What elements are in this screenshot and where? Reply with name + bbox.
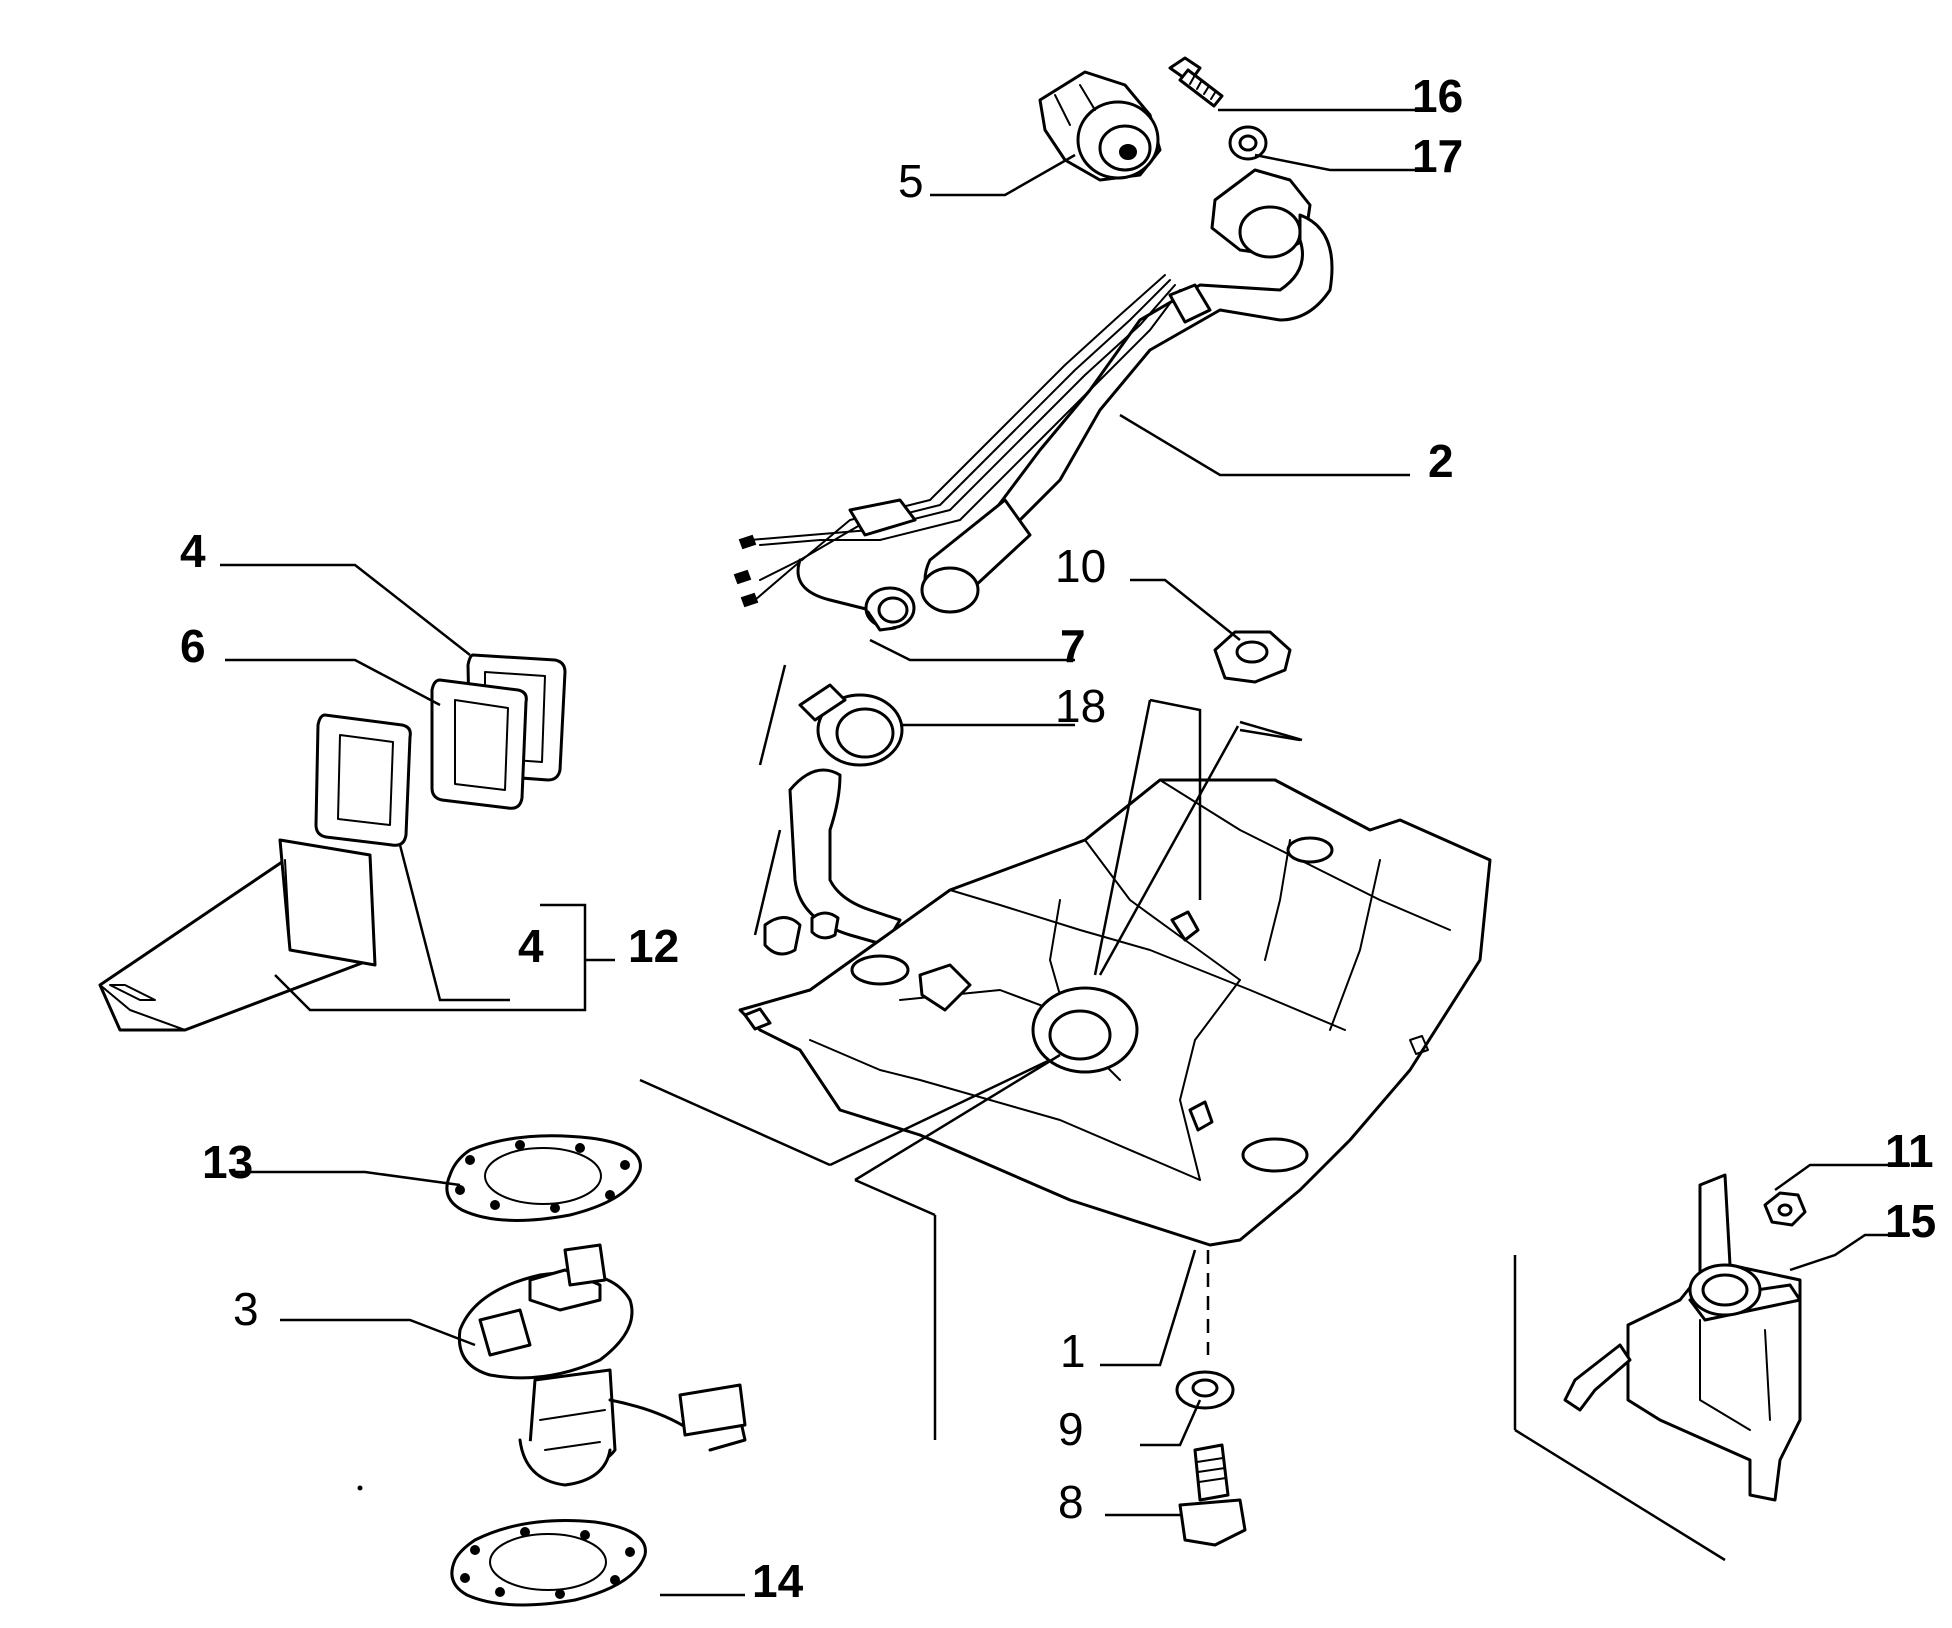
filler-hose-lower bbox=[763, 768, 902, 956]
callout-14: 14 bbox=[752, 1555, 804, 1607]
callout-5: 5 bbox=[898, 155, 924, 207]
part-7-hose-clamp bbox=[864, 586, 916, 632]
part-17-washer bbox=[1228, 125, 1268, 161]
callout-6: 6 bbox=[180, 620, 206, 672]
part-4-gasket-lower bbox=[314, 713, 412, 847]
chute-duct bbox=[98, 838, 377, 1032]
part-6-gasket bbox=[430, 678, 528, 810]
callout-18: 18 bbox=[1055, 680, 1106, 732]
callout-15: 15 bbox=[1885, 1195, 1936, 1247]
callout-4-upper: 4 bbox=[180, 525, 206, 577]
part-2-filler-neck bbox=[733, 168, 1334, 614]
part-5-filler-cap bbox=[1038, 70, 1162, 182]
stray-dot bbox=[357, 1485, 363, 1491]
part-9-washer bbox=[1175, 1370, 1235, 1410]
callout-3: 3 bbox=[233, 1283, 259, 1335]
callout-11: 11 bbox=[1885, 1125, 1934, 1177]
callout-9: 9 bbox=[1058, 1403, 1084, 1455]
part-11-nut bbox=[1763, 1191, 1807, 1227]
callout-7: 7 bbox=[1060, 620, 1086, 672]
callout-1: 1 bbox=[1060, 1325, 1086, 1377]
reference-lines bbox=[639, 664, 1726, 1562]
callout-17: 17 bbox=[1412, 130, 1463, 182]
part-15-canister bbox=[1563, 1173, 1802, 1502]
part-16-screw bbox=[1168, 56, 1224, 108]
callout-8: 8 bbox=[1058, 1476, 1084, 1528]
callout-12: 12 bbox=[628, 920, 679, 972]
callout-13: 13 bbox=[202, 1136, 253, 1188]
part-14-gasket bbox=[450, 1519, 647, 1607]
part-13-gasket bbox=[445, 1134, 642, 1222]
callout-10: 10 bbox=[1055, 540, 1106, 592]
callout-16: 16 bbox=[1412, 70, 1463, 122]
part-1-fuel-tank bbox=[738, 778, 1492, 1247]
callout-2: 2 bbox=[1428, 435, 1454, 487]
part-8-bolt bbox=[1178, 1443, 1247, 1547]
leader-lines bbox=[220, 108, 1910, 1597]
part-18-hose-clamp bbox=[798, 683, 904, 767]
part-3-fuel-pump bbox=[457, 1243, 747, 1487]
callout-labels: 16 17 5 2 10 7 18 4 6 4 12 13 3 1 9 8 14… bbox=[180, 70, 1936, 1607]
callout-4-lower: 4 bbox=[518, 920, 544, 972]
part-10-nut bbox=[1213, 630, 1292, 684]
